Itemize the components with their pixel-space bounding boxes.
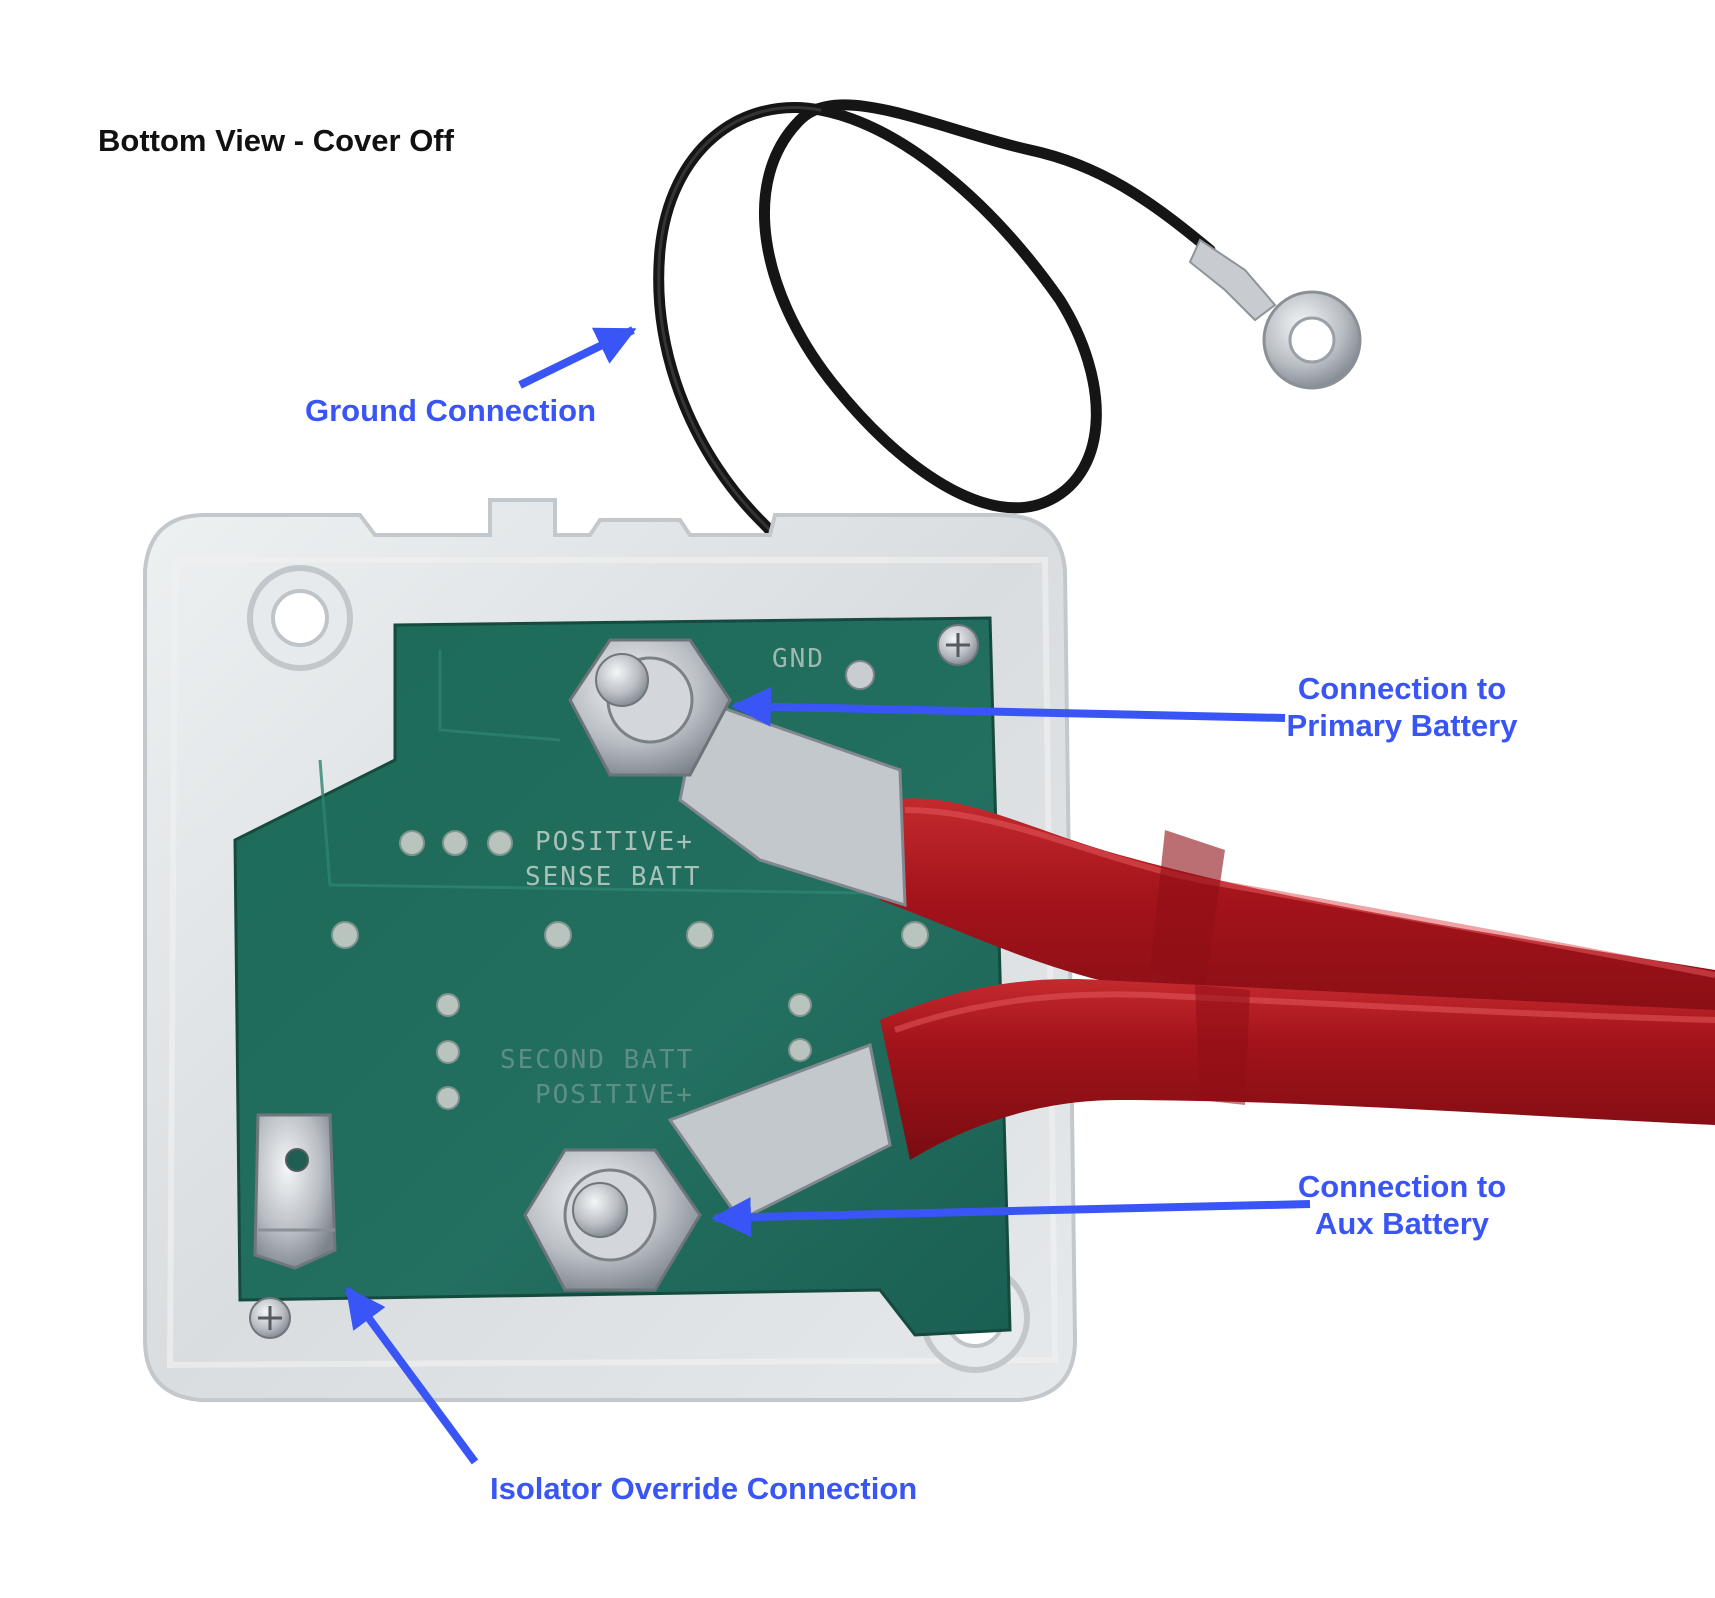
aux-battery-label-line2: Aux Battery xyxy=(1315,1206,1489,1241)
pcb-label-second-2: POSITIVE+ xyxy=(535,1080,694,1110)
primary-arrow xyxy=(731,686,1286,727)
aux-arrow xyxy=(711,1197,1311,1238)
callout-arrows xyxy=(344,326,1311,1465)
aux-battery-label-line1: Connection to xyxy=(1297,1169,1507,1204)
override-arrow xyxy=(344,1286,479,1465)
pcb-label-sense-2: SENSE BATT xyxy=(525,862,702,892)
pcb-label-second-1: SECOND BATT xyxy=(500,1045,694,1075)
primary-battery-label-line2: Primary Battery xyxy=(1286,708,1518,743)
primary-battery-label: Connection to Primary Battery xyxy=(1272,670,1532,744)
aux-battery-cable xyxy=(880,979,1715,1160)
isolator-override-label: Isolator Override Connection xyxy=(490,1471,918,1506)
ground-arrow xyxy=(518,326,637,389)
ground-connection-label: Ground Connection xyxy=(305,393,597,428)
image-title: Bottom View - Cover Off xyxy=(98,123,454,158)
primary-battery-label-line1: Connection to xyxy=(1297,671,1507,706)
aux-battery-terminal xyxy=(523,1042,892,1292)
primary-battery-terminal xyxy=(568,638,907,908)
pcb-label-gnd: GND xyxy=(772,644,825,674)
pcb-label-sense-1: POSITIVE+ xyxy=(535,827,694,857)
aux-battery-label: Connection to Aux Battery xyxy=(1272,1168,1532,1242)
override-spade-terminal xyxy=(253,1113,337,1270)
ring-terminal xyxy=(1188,238,1362,390)
